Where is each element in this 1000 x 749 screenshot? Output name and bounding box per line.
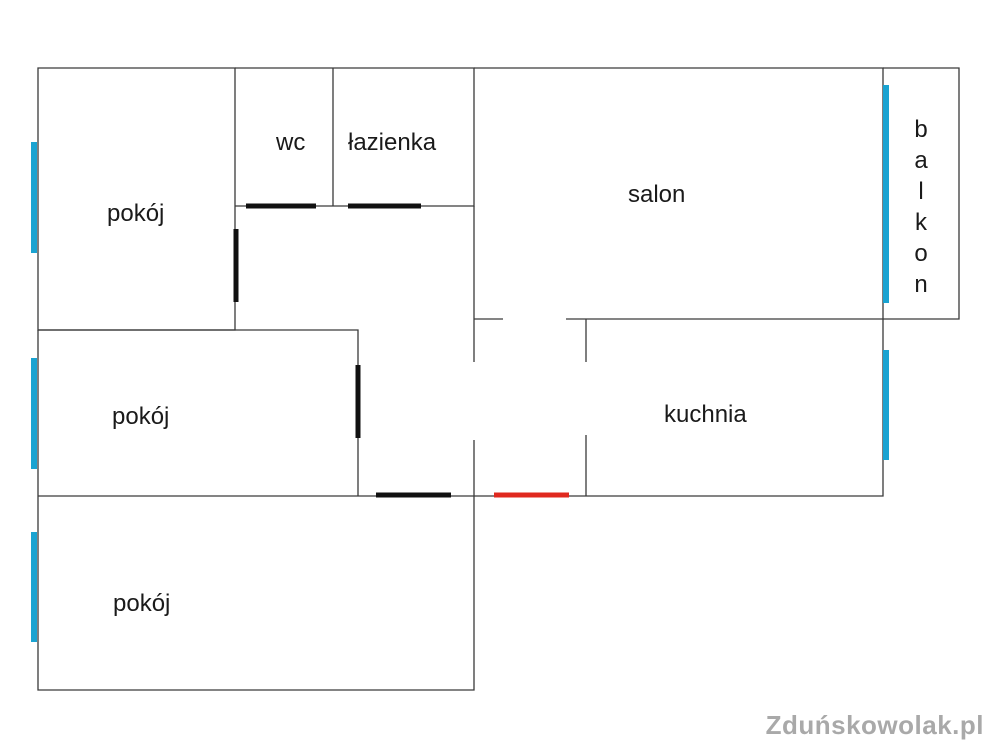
label-salon: salon — [628, 181, 685, 208]
windows — [31, 85, 889, 642]
room-labels: pokój wc łazienka salon pokój kuchnia po… — [107, 116, 928, 617]
label-wc: wc — [275, 129, 305, 156]
label-pokoj-bottom: pokój — [113, 590, 170, 617]
wall-pokoj-middle — [38, 329, 359, 496]
label-pokoj-top: pokój — [107, 200, 164, 227]
label-kuchnia: kuchnia — [664, 401, 747, 428]
doors — [233, 203, 569, 498]
label-lazienka: łazienka — [348, 129, 437, 156]
wall-pokoj-bottom — [37, 496, 475, 691]
walls — [37, 67, 960, 691]
wall-balkon — [883, 67, 960, 320]
watermark: Zduńskowolak.pl — [765, 710, 984, 740]
wall-pokoj-top — [37, 67, 236, 331]
label-pokoj-middle: pokój — [112, 403, 169, 430]
